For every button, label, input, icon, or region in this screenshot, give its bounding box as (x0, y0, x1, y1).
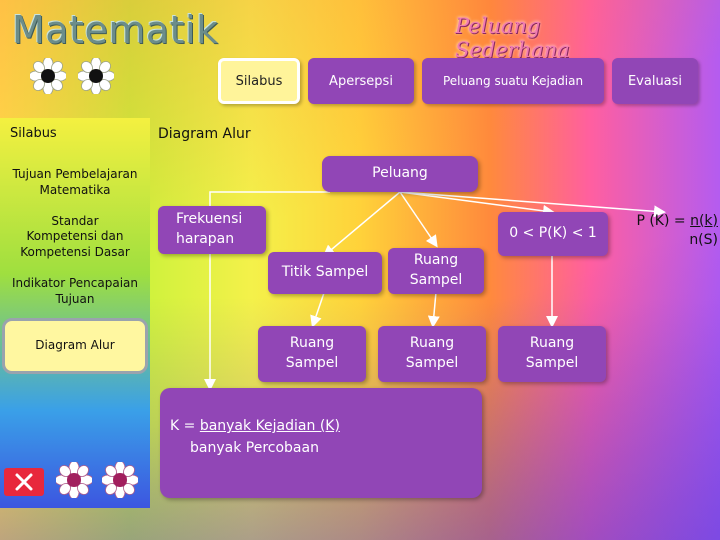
flower-icon (30, 58, 66, 94)
sidebar-item-tujuan[interactable]: Tujuan Pembelajaran Matematika (12, 167, 138, 197)
formula-prefix: K = (170, 418, 200, 434)
flower-icon (56, 462, 92, 498)
formula-box (160, 388, 482, 498)
sidebar-item-standar-kompetensi[interactable]: Standar Kompetensi dan Kompetensi Dasar (20, 213, 130, 259)
tab-peluang-suatu-kejadian[interactable]: Peluang suatu Kejadian (422, 58, 604, 104)
node-ruang-sampel-2[interactable]: Ruang Sampel (378, 326, 486, 382)
sidebar-item-diagram-alur[interactable]: Diagram Alur (2, 318, 148, 374)
node-ruang-sampel-3[interactable]: Ruang Sampel (498, 326, 606, 382)
tab-silabus[interactable]: Silabus (218, 58, 300, 104)
probability-denominator: n(S) (689, 231, 718, 248)
lesson-title: Peluang Sederhana (455, 14, 570, 62)
close-icon (15, 473, 33, 491)
formula-numerator: K = banyak Kejadian (K) (170, 418, 340, 434)
flower-icon (78, 58, 114, 94)
formula-underlined: banyak Kejadian (K) (199, 418, 340, 434)
probability-numerator: n(k) (690, 213, 718, 229)
node-titik-sampel[interactable]: Titik Sampel (268, 252, 382, 294)
app-title: Matematik (12, 8, 219, 52)
formula-denominator: banyak Percobaan (190, 440, 319, 456)
tab-apersepsi[interactable]: Apersepsi (308, 58, 414, 104)
node-ruang-sampel-1[interactable]: Ruang Sampel (258, 326, 366, 382)
flower-icon (102, 462, 138, 498)
section-title: Diagram Alur (158, 126, 251, 142)
probability-prefix: P (K) = (636, 213, 691, 229)
node-probability-range[interactable]: 0 < P(K) < 1 (498, 212, 608, 256)
close-button[interactable] (4, 468, 44, 496)
node-peluang[interactable]: Peluang (322, 156, 478, 192)
tab-evaluasi[interactable]: Evaluasi (612, 58, 698, 104)
sidebar-heading: Silabus (10, 125, 57, 141)
sidebar (0, 118, 150, 508)
sidebar-item-indikator[interactable]: Indikator Pencapaian Tujuan (12, 276, 138, 306)
node-frekuensi-harapan[interactable]: Frekuensi harapan (158, 206, 266, 254)
node-ruang-sampel-top[interactable]: Ruang Sampel (388, 248, 484, 294)
probability-formula: P (K) = n(k) n(S) (622, 212, 718, 250)
